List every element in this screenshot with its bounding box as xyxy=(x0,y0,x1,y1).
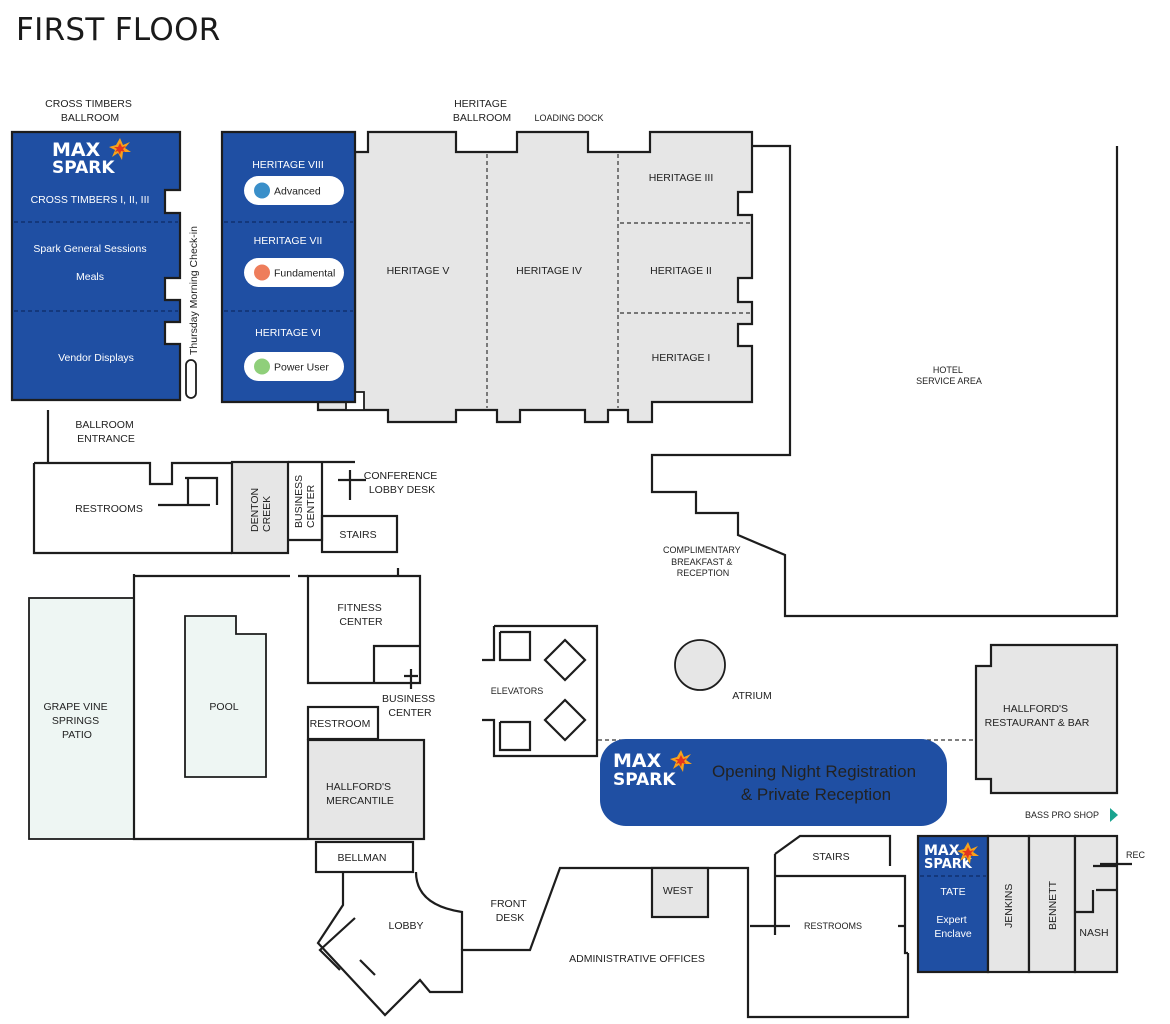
elevators-label: ELEVATORS xyxy=(491,686,544,696)
cross-timbers-ballroom-heading: CROSS TIMBERS BALLROOM xyxy=(45,98,135,124)
svg-text:MAX: MAX xyxy=(613,750,662,772)
fitness-center-label: FITNESS CENTER xyxy=(337,602,384,628)
restroom-single-label: RESTROOM xyxy=(310,718,371,730)
stairs-south-label: STAIRS xyxy=(812,851,849,863)
administrative-offices-label: ADMINISTRATIVE OFFICES xyxy=(569,953,705,965)
heritage-vi-label: HERITAGE VI xyxy=(255,327,321,339)
heritage-vii-label: HERITAGE VII xyxy=(254,235,323,247)
atrium-fountain xyxy=(674,639,726,691)
front-desk-label: FRONT DESK xyxy=(491,898,530,924)
svg-text:MAX: MAX xyxy=(52,139,101,161)
svg-text:Power User: Power User xyxy=(274,362,329,374)
track-pill-power-user: Power User xyxy=(244,352,344,381)
west-label: WEST xyxy=(663,885,694,897)
heritage-i-label: HERITAGE I xyxy=(652,352,711,364)
banner-max-spark-logo: MAX SPARK xyxy=(613,750,692,790)
denton-creek-room[interactable] xyxy=(230,460,290,555)
bennett-label: BENNETT xyxy=(1047,880,1059,930)
spark-general-sessions-label: Spark General Sessions xyxy=(33,243,146,255)
heritage-ballroom-area xyxy=(316,130,754,424)
heritage-ii-label: HERITAGE II xyxy=(650,265,712,277)
restaurant-bar-room[interactable] xyxy=(974,643,1119,795)
banner-line2: & Private Reception xyxy=(741,785,891,804)
tate-expert-enclave-room[interactable] xyxy=(916,834,990,974)
lobby-label: LOBBY xyxy=(388,920,423,932)
restaurant-bar-label: HALLFORD'S RESTAURANT & BAR xyxy=(985,703,1090,729)
heritage-iv-label: HERITAGE IV xyxy=(516,265,582,277)
enclave-max-spark-logo: MAX SPARK xyxy=(924,842,979,872)
pool xyxy=(184,615,267,778)
svg-text:SPARK: SPARK xyxy=(924,857,973,872)
max-spark-logo: MAX SPARK xyxy=(52,138,131,178)
track-pill-fundamental: Fundamental xyxy=(244,258,344,287)
mercantile-label: HALLFORD'S MERCANTILE xyxy=(326,781,394,807)
grape-vine-patio-label: GRAPE VINE SPRINGS PATIO xyxy=(43,701,110,741)
stairs-north-label: STAIRS xyxy=(339,529,376,541)
checkin-desk xyxy=(185,359,197,399)
grape-vine-patio[interactable] xyxy=(28,597,135,840)
mercantile-room[interactable] xyxy=(306,738,426,841)
pool-label: POOL xyxy=(209,701,238,713)
track-pill-advanced: Advanced xyxy=(244,176,344,205)
denton-creek-label: DENTON CREEK xyxy=(249,485,273,532)
opening-night-banner[interactable]: MAX SPARK Opening Night Registration & P… xyxy=(600,739,947,826)
heritage-ballroom-heading: HERITAGE BALLROOM xyxy=(453,98,511,124)
restrooms-west-label: RESTROOMS xyxy=(75,503,143,515)
business-center-south-label: BUSINESS CENTER xyxy=(382,693,438,719)
fundamental-dot-icon xyxy=(254,264,270,281)
bass-pro-arrow-icon[interactable] xyxy=(1110,808,1118,822)
nash-label: NASH xyxy=(1079,927,1108,939)
bellman-room[interactable] xyxy=(314,840,415,874)
conference-lobby-desk-label: CONFERENCE LOBBY DESK xyxy=(364,470,440,496)
bellman-label: BELLMAN xyxy=(337,852,386,864)
heritage-iii-label: HERITAGE III xyxy=(649,172,714,184)
business-center-north-label: BUSINESS CENTER xyxy=(293,472,317,528)
complimentary-breakfast-label: COMPLIMENTARY BREAKFAST & RECEPTION xyxy=(663,545,743,578)
stairs-north-room[interactable] xyxy=(320,514,399,554)
cross-timbers-123-label: CROSS TIMBERS I, II, III xyxy=(31,194,150,206)
hotel-service-area-label: HOTEL SERVICE AREA xyxy=(916,365,982,386)
svg-text:SPARK: SPARK xyxy=(613,770,676,790)
svg-text:MAX: MAX xyxy=(924,843,960,859)
cross-timbers-room[interactable] xyxy=(10,130,182,402)
heritage-v-label: HERITAGE V xyxy=(387,265,450,277)
bennett-room[interactable] xyxy=(1027,834,1077,974)
power-user-dot-icon xyxy=(254,358,270,375)
expert-enclave-label: Expert Enclave xyxy=(934,914,972,940)
advanced-dot-icon xyxy=(254,182,270,199)
svg-text:SPARK: SPARK xyxy=(52,158,115,178)
bass-pro-shop-label: BASS PRO SHOP xyxy=(1025,810,1099,820)
atrium-label: ATRIUM xyxy=(732,690,771,702)
tate-label: TATE xyxy=(940,886,965,898)
jenkins-label: JENKINS xyxy=(1003,884,1015,928)
loading-dock-label: LOADING DOCK xyxy=(534,113,603,123)
restrooms-east-label: RESTROOMS xyxy=(804,921,862,931)
nash-room[interactable] xyxy=(1073,834,1119,974)
rec-label: REC xyxy=(1126,850,1146,860)
page-title: FIRST FLOOR xyxy=(16,12,221,48)
thursday-checkin-label: Thursday Morning Check-in xyxy=(188,226,200,355)
meals-label: Meals xyxy=(76,271,104,283)
vendor-displays-label: Vendor Displays xyxy=(58,352,134,364)
west-room[interactable] xyxy=(650,866,710,919)
heritage-viii-label: HERITAGE VIII xyxy=(252,159,324,171)
ballroom-entrance-label: BALLROOM ENTRANCE xyxy=(75,419,136,445)
banner-line1: Opening Night Registration xyxy=(712,762,916,781)
svg-text:Advanced: Advanced xyxy=(274,186,321,198)
svg-text:Fundamental: Fundamental xyxy=(274,268,335,280)
